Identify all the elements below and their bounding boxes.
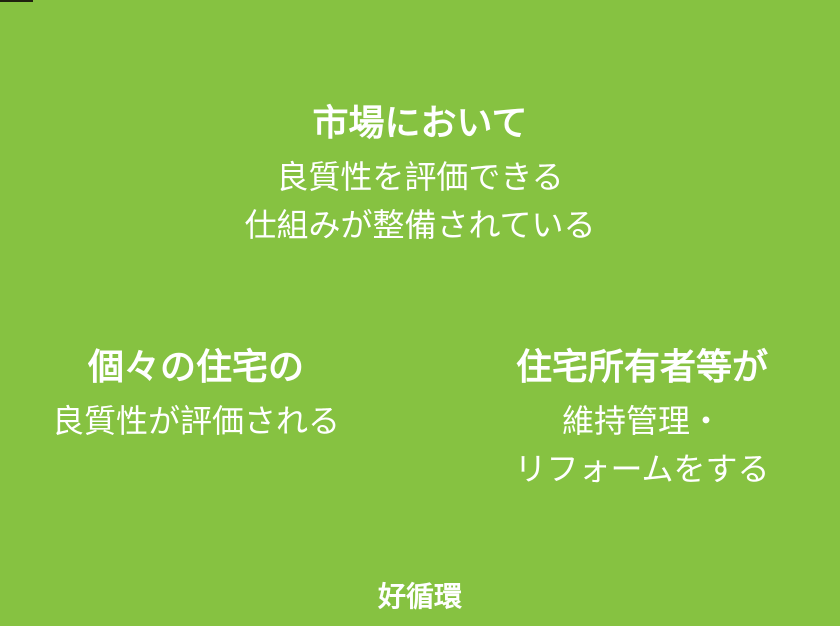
market-node-title: 市場において xyxy=(312,102,528,143)
owners-node-lines: 維持管理・ リフォームをする xyxy=(514,397,769,493)
housing-node-title: 個々の住宅の xyxy=(87,346,305,387)
cycle-node-market: 市場において 良質性を評価できる 仕組みが整備されている xyxy=(0,100,840,249)
owners-node-line: 維持管理・ xyxy=(561,403,723,439)
market-node-line: 仕組みが整備されている xyxy=(244,207,596,243)
housing-node-lines: 良質性が評価される xyxy=(52,397,340,445)
housing-node-line: 良質性が評価される xyxy=(51,403,341,439)
market-node-line: 良質性を評価できる xyxy=(276,159,564,195)
owners-node-line: リフォームをする xyxy=(514,451,770,487)
cycle-node-owners: 住宅所有者等が 維持管理・ リフォームをする xyxy=(514,344,769,493)
market-node-lines: 良質性を評価できる 仕組みが整備されている xyxy=(0,153,840,249)
owners-node-title: 住宅所有者等が xyxy=(515,346,769,387)
cycle-center-label: 好循環 xyxy=(377,581,462,612)
cycle-node-housing: 個々の住宅の 良質性が評価される xyxy=(52,344,340,445)
top-left-dark-bar xyxy=(0,0,33,2)
